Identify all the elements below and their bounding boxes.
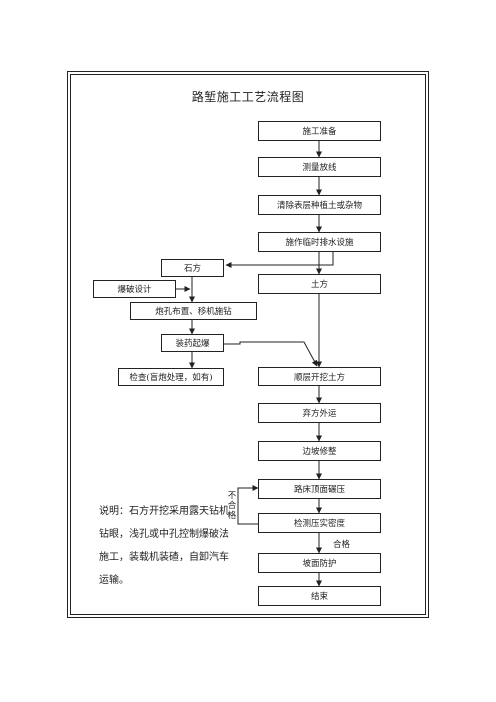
note-text: 说明：石方开挖采用露天钻机钻眼，浅孔或中孔控制爆破法施工，装载机装碴，自卸汽车运… — [99, 506, 229, 586]
box-end: 结束 — [258, 586, 381, 606]
diagram-title: 路堑施工工艺流程图 — [191, 90, 305, 104]
box-inspection: 检查(盲炮处理，如有) — [118, 368, 224, 386]
box-drilling: 炮孔布置、移机施钻 — [130, 302, 257, 320]
box-compaction-test: 检测压实密度 — [258, 513, 381, 533]
box-construction-prep: 施工准备 — [258, 121, 381, 141]
outer-frame — [67, 71, 429, 618]
box-earthwork: 土方 — [258, 274, 381, 294]
box-slope-protection: 坡面防护 — [258, 553, 381, 573]
arrow-fail-loop — [237, 485, 259, 525]
box-blast-design: 爆破设计 — [93, 280, 176, 298]
arrow-to-rock — [225, 252, 334, 268]
label-fail: 不合格 — [227, 491, 237, 521]
arrow-inspect-return — [224, 341, 318, 367]
inner-frame — [70, 74, 426, 615]
box-survey-layout: 测量放线 — [258, 157, 381, 177]
box-temp-drainage: 施作临时排水设施 — [258, 232, 381, 252]
box-rock: 石方 — [161, 259, 224, 277]
box-layered-excavation: 顺层开挖土方 — [258, 367, 381, 386]
box-charge-blast: 装药起爆 — [161, 334, 224, 352]
box-slope-trim: 边坡修整 — [258, 441, 381, 461]
box-spoil-haul: 弃方外运 — [258, 403, 381, 423]
box-subgrade-rolling: 路床顶面碾压 — [258, 479, 381, 499]
box-clear-topsoil: 清除表层种植土或杂物 — [258, 195, 381, 215]
label-pass: 合格 — [333, 540, 351, 550]
